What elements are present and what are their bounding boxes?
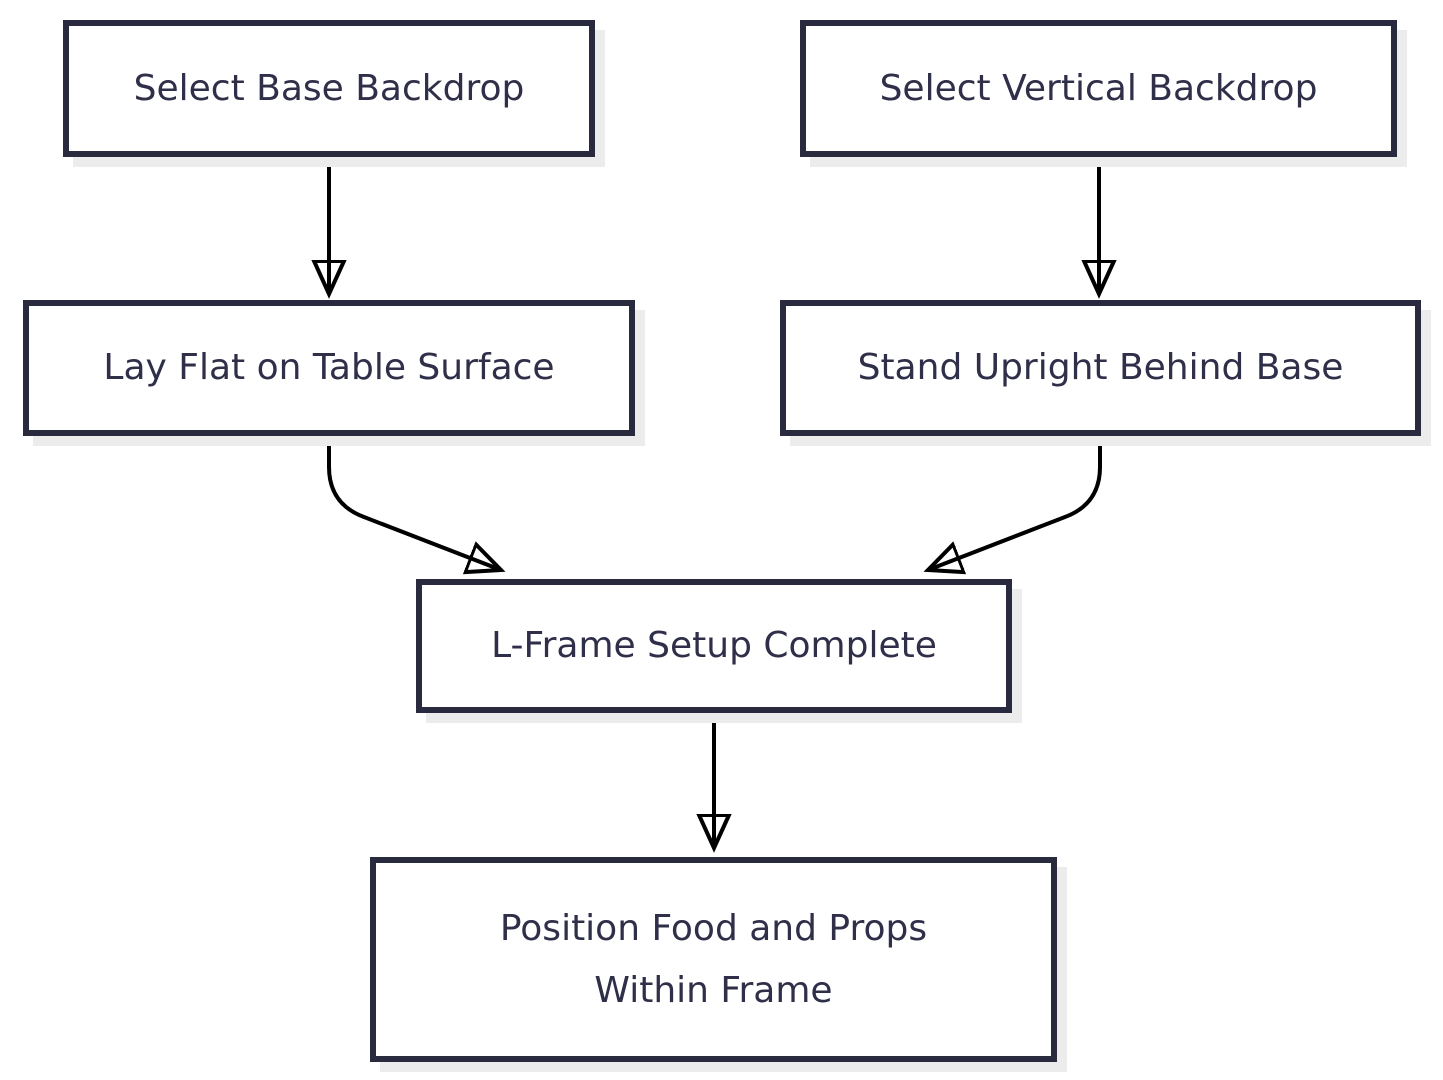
node-label: L-Frame Setup Complete	[491, 625, 937, 667]
node-l-frame-setup-complete: L-Frame Setup Complete	[416, 579, 1012, 713]
node-label: Stand Upright Behind Base	[857, 347, 1344, 389]
node-label: Position Food and Props Within Frame	[500, 898, 927, 1020]
node-label: Lay Flat on Table Surface	[103, 347, 555, 389]
node-position-food-and-props: Position Food and Props Within Frame	[370, 857, 1057, 1062]
edge-layflat-to-lframe	[327, 437, 501, 570]
node-label: Select Vertical Backdrop	[879, 67, 1318, 109]
node-select-base-backdrop: Select Base Backdrop	[63, 20, 595, 157]
edge-standupright-to-lframe	[928, 437, 1102, 570]
node-select-vertical-backdrop: Select Vertical Backdrop	[800, 20, 1397, 157]
node-lay-flat-on-table: Lay Flat on Table Surface	[23, 300, 635, 436]
node-label-line-1: Position Food and Props	[499, 908, 928, 950]
node-label: Select Base Backdrop	[133, 67, 525, 109]
node-stand-upright-behind: Stand Upright Behind Base	[780, 300, 1421, 436]
node-label-line-2: Within Frame	[594, 969, 833, 1011]
